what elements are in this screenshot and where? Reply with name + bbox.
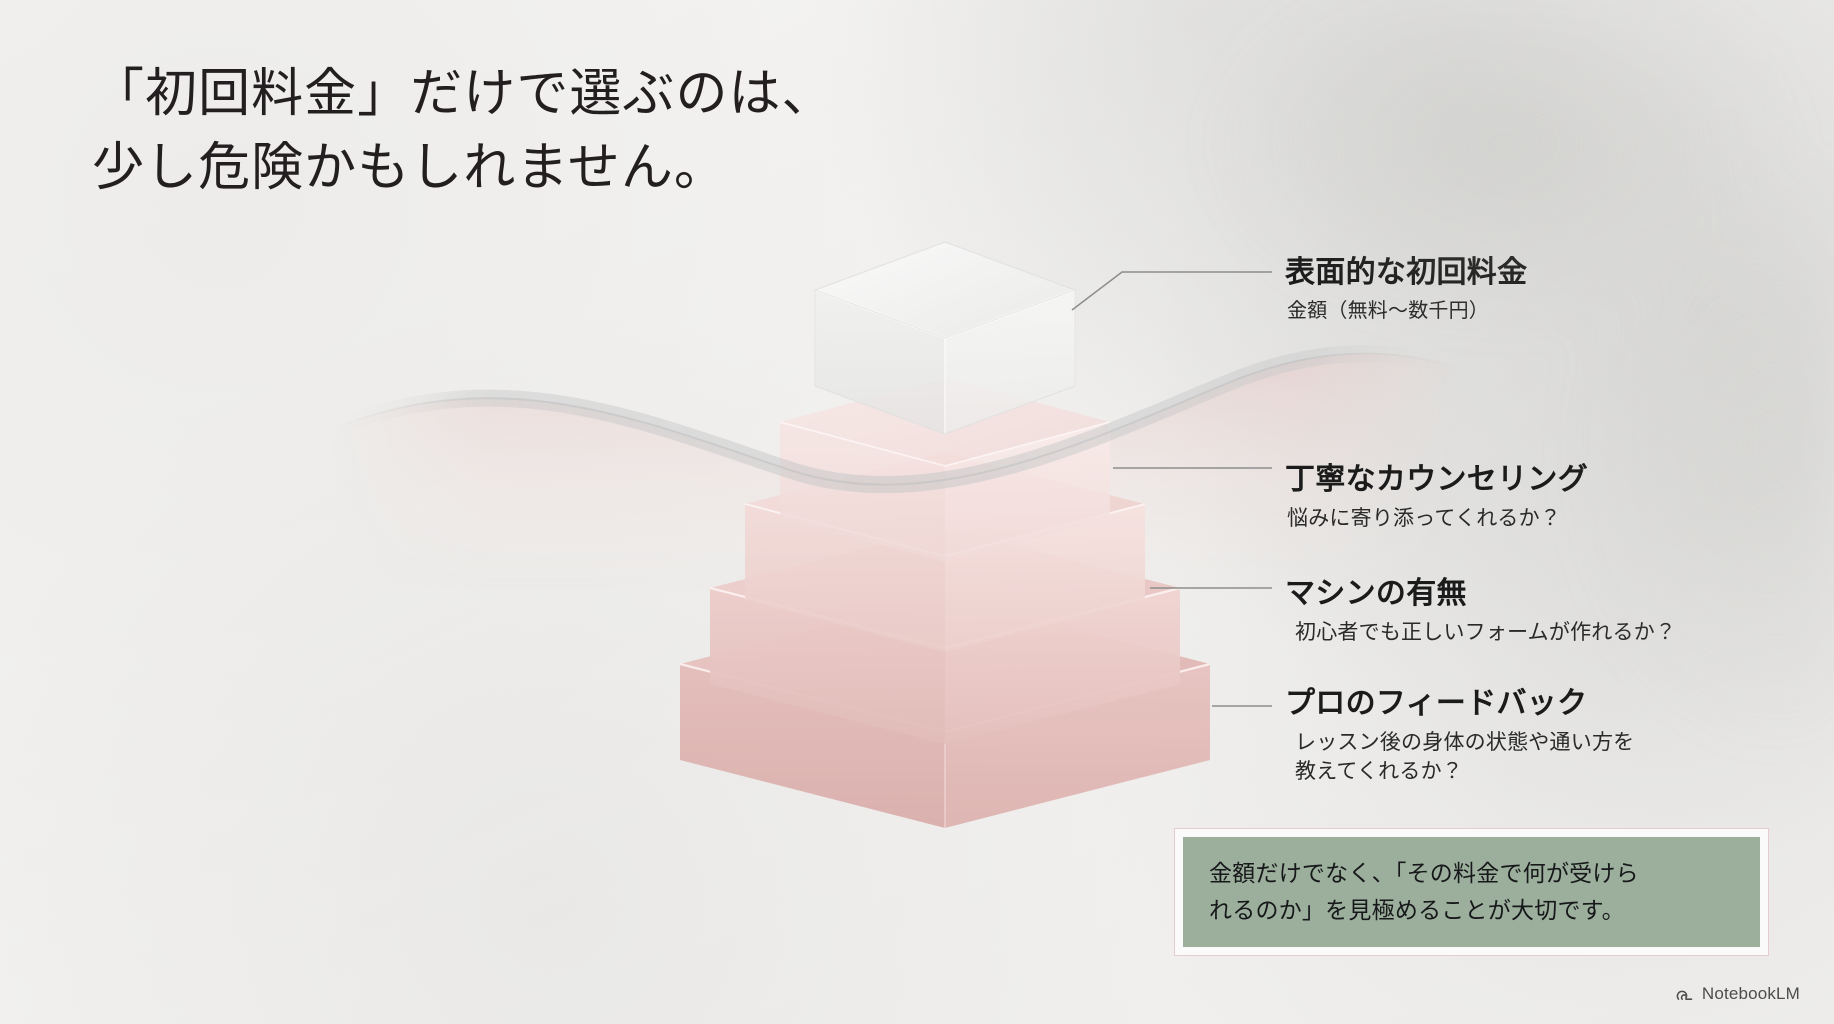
callout-label-2: 丁寧なカウンセリング 悩みに寄り添ってくれるか？ [1285, 461, 1588, 533]
notebooklm-spiral-icon [1676, 990, 1693, 1000]
glass-block-surface-fee [813, 241, 1077, 435]
page-title: 「初回料金」だけで選ぶのは、 少し危険かもしれません。 [92, 66, 835, 197]
watermark-label: NotebookLM [1701, 984, 1800, 1003]
label-2-title: 丁寧なカウンセリング [1285, 463, 1588, 496]
label-3-title: マシンの有無 [1285, 577, 1467, 610]
waterline-wave [326, 345, 1463, 494]
label-1-title: 表面的な初回料金 [1285, 256, 1528, 289]
conclusion-inner: 金額だけでなく、「その料金で何が受けら れるのか」を見極めることが大切です。 [1183, 837, 1760, 947]
connector-line-1 [1071, 271, 1272, 311]
label-2-subtitle: 悩みに寄り添ってくれるか？ [1287, 506, 1562, 530]
notebooklm-watermark: NotebookLM [1675, 984, 1800, 1004]
label-1-subtitle: 金額（無料〜数千円） [1287, 299, 1489, 322]
label-4-title: プロのフィードバック [1285, 687, 1588, 720]
conclusion-text: 金額だけでなく、「その料金で何が受けら れるのか」を見極めることが大切です。 [1209, 859, 1639, 923]
callout-label-3: マシンの有無 初心者でも正しいフォームが作れるか？ [1285, 575, 1676, 647]
label-4-subtitle: レッスン後の身体の状態や通い方を 教えてくれるか？ [1295, 730, 1635, 784]
label-3-subtitle: 初心者でも正しいフォームが作れるか？ [1295, 620, 1677, 644]
connector-lines [1071, 271, 1272, 707]
conclusion-callout-box: 金額だけでなく、「その料金で何が受けら れるのか」を見極めることが大切です。 [1174, 828, 1769, 956]
callout-label-1: 表面的な初回料金 金額（無料〜数千円） [1285, 254, 1527, 325]
callout-label-4: プロのフィードバック レッスン後の身体の状態や通い方を 教えてくれるか？ [1285, 685, 1634, 787]
